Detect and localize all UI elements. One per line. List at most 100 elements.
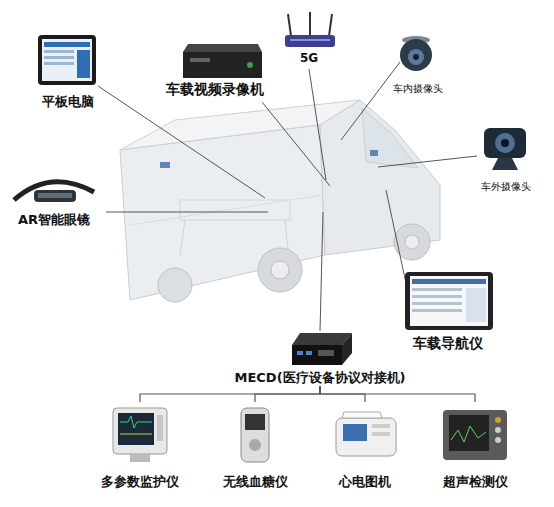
mecd-box-icon-part xyxy=(342,333,352,365)
leader-line-part xyxy=(320,212,323,331)
device-node: 平板电脑 xyxy=(30,30,105,110)
ar-glasses-icon-part xyxy=(38,193,72,198)
ecg-machine-icon-part xyxy=(372,424,390,428)
patient-monitor-icon-part xyxy=(130,454,150,462)
device-label: 平板电脑 xyxy=(40,94,96,110)
ambulance-part xyxy=(362,108,418,168)
mecd-box-icon-part xyxy=(292,333,352,345)
navigator-icon-part xyxy=(412,302,462,305)
ultrasound-icon-part xyxy=(495,437,501,443)
ecg-machine-icon xyxy=(336,412,396,456)
medical-device-node: 无线血糖仪 xyxy=(210,402,300,490)
ambulance-part xyxy=(160,162,170,168)
device-label: 车内摄像头 xyxy=(391,83,445,95)
ecg-machine-icon-part xyxy=(342,412,382,418)
glucometer-icon xyxy=(241,408,269,462)
mecd-box-icon-part xyxy=(297,351,303,355)
patient-monitor-icon-part xyxy=(120,416,152,428)
device-label: AR智能眼镜 xyxy=(16,212,92,228)
outdoor-camera-icon-part xyxy=(495,133,515,153)
ambulance-part xyxy=(180,220,185,255)
ecg-machine-icon-part xyxy=(336,418,396,456)
ultrasound-icon-part xyxy=(449,415,489,451)
mecd-box-icon-part xyxy=(306,351,312,355)
navigator-icon-part xyxy=(412,279,486,284)
patient-monitor-icon-part xyxy=(113,408,167,454)
device-label: 心电图机 xyxy=(337,474,393,490)
dome-camera-icon-part xyxy=(400,39,432,71)
navigator-icon-part xyxy=(410,276,488,326)
ultrasound-icon-part xyxy=(451,426,486,442)
bus-connector xyxy=(255,386,320,402)
ecg-machine-icon-part xyxy=(372,432,390,436)
dvr-icon-part xyxy=(190,58,210,62)
device-node: 5G xyxy=(278,10,340,65)
navigator-icon-part xyxy=(405,272,493,330)
device-label: 5G xyxy=(298,51,320,65)
ultrasound-icon xyxy=(443,410,507,460)
leader-line-part xyxy=(262,102,330,186)
device-label: 车外摄像头 xyxy=(479,181,533,193)
mecd-box-icon-part xyxy=(318,350,334,356)
navigator-icon-part xyxy=(412,295,462,298)
outdoor-camera-icon-part xyxy=(501,139,509,147)
mecd-box-icon xyxy=(292,333,352,365)
glucometer-icon-part xyxy=(249,439,261,451)
dome-camera-icon-part xyxy=(413,54,419,60)
dvr-icon-part xyxy=(183,44,262,52)
device-label: 车载视频录像机 xyxy=(164,81,266,98)
device-node: 车外摄像头 xyxy=(470,115,542,193)
ambulance-part xyxy=(130,195,323,225)
leader-line-part xyxy=(106,212,268,213)
glucometer-icon-part xyxy=(241,408,269,462)
dvr-icon-part xyxy=(247,62,253,68)
patient-monitor-icon xyxy=(113,408,167,462)
device-label: MECD(医疗设备协议对接机) xyxy=(232,370,407,386)
dome-camera-icon xyxy=(400,36,432,71)
navigator-icon xyxy=(405,272,493,330)
device-label: 车载导航仪 xyxy=(411,335,485,352)
hub-node: MECD(医疗设备协议对接机) xyxy=(215,326,425,386)
device-label: 超声检测仪 xyxy=(441,474,510,490)
tablet-icon-part xyxy=(77,50,90,78)
device-node: AR智能眼镜 xyxy=(6,172,102,228)
ultrasound-icon-part xyxy=(443,410,507,460)
ultrasound-icon-part xyxy=(495,417,501,423)
ambulance xyxy=(120,100,440,302)
navigator-icon-part xyxy=(466,288,486,322)
tablet-icon-part xyxy=(42,39,92,81)
device-node: 车载视频录像机 xyxy=(160,40,270,98)
medical-device-node: 心电图机 xyxy=(320,402,410,490)
leader-line-part xyxy=(98,86,265,198)
device-node: 车内摄像头 xyxy=(388,30,448,95)
router-icon-part xyxy=(329,14,332,36)
leader-line-part xyxy=(378,156,477,167)
ultrasound-icon-part xyxy=(495,427,501,433)
ambulance-part xyxy=(271,261,289,279)
medical-device-node: 多参数监护仪 xyxy=(95,402,185,490)
bus-connector xyxy=(140,386,320,402)
leader-line-part xyxy=(309,69,326,180)
medical-device-node: 超声检测仪 xyxy=(430,402,520,490)
patient-monitor-icon-part xyxy=(157,415,163,441)
dome-camera-icon-part xyxy=(408,49,424,65)
tablet-icon-part xyxy=(44,50,74,53)
ar-glasses-icon-part xyxy=(34,190,76,202)
dvr-icon-part xyxy=(183,52,262,78)
navigator-icon-part xyxy=(412,288,462,291)
leader-line xyxy=(98,62,477,331)
device-label: 多参数监护仪 xyxy=(99,474,181,490)
leader-line-part xyxy=(386,190,407,288)
ambulance-part xyxy=(370,150,378,156)
router-icon xyxy=(285,12,335,47)
router-icon-part xyxy=(290,39,330,41)
tablet-icon-part xyxy=(44,56,74,59)
outdoor-camera-icon-part xyxy=(484,128,526,158)
dvr-icon xyxy=(183,44,262,78)
router-icon-part xyxy=(309,12,311,36)
ambulance-part xyxy=(285,220,288,250)
mecd-box-icon-part xyxy=(292,345,342,365)
device-node: 车载导航仪 xyxy=(398,268,498,352)
